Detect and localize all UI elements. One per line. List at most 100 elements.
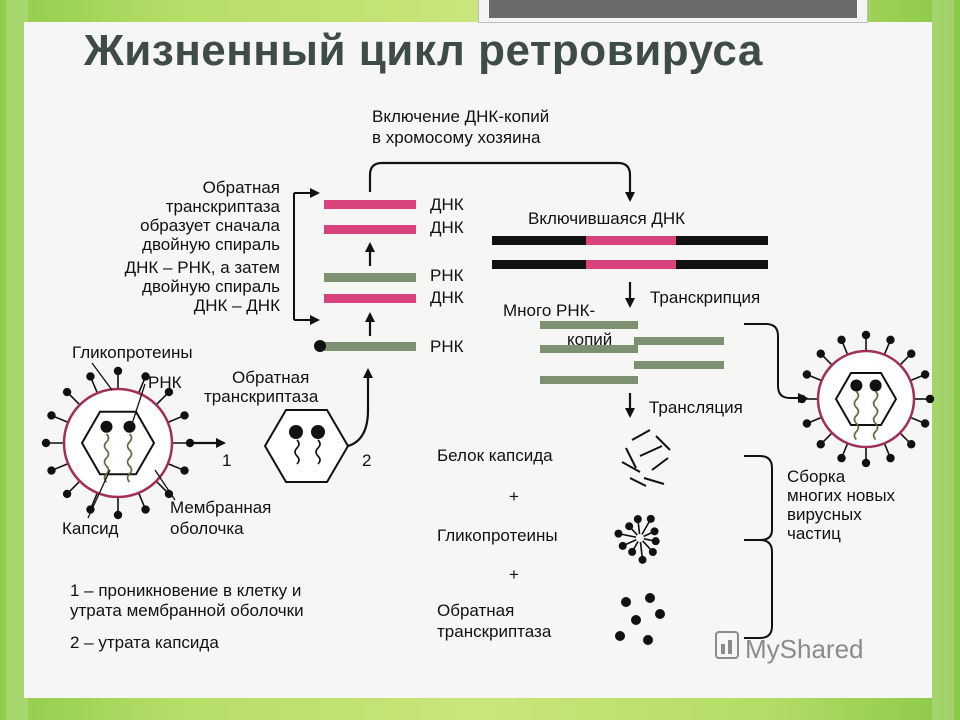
inclusion-label-1: Включение ДНК-копий xyxy=(372,107,549,126)
label-dna-1: ДНК xyxy=(430,195,464,214)
glycoprotein-knob xyxy=(837,336,845,344)
step2-label: 2 xyxy=(362,451,371,470)
label-rna-2: РНК xyxy=(430,337,464,356)
rt-molecules xyxy=(615,593,665,645)
assembly-label-3: вирусных xyxy=(787,505,862,524)
rt-bottom-label-2: транскриптаза xyxy=(437,622,552,641)
dna-strand-2 xyxy=(324,225,416,234)
rt-bracket xyxy=(294,193,318,320)
rt-bottom-label-1: Обратная xyxy=(437,601,514,620)
rt-note-line-7: ДНК – ДНК xyxy=(194,296,280,315)
translation-label: Трансляция xyxy=(649,398,743,417)
many-rna-label-1: Много РНК- xyxy=(503,301,595,320)
capsid-label: Капсид xyxy=(62,519,119,538)
glycoproteins-mid-label: Гликопротеины xyxy=(437,526,558,545)
plus-2: + xyxy=(509,565,519,584)
glycoprotein-knob xyxy=(47,466,55,474)
legend-2: 2 – утрата капсида xyxy=(70,633,219,652)
glycoprotein-knob xyxy=(141,372,149,380)
dna-strand-1 xyxy=(324,200,416,209)
glycoprotein-knob xyxy=(180,466,188,474)
glycoprotein-head xyxy=(634,515,642,523)
glycoprotein-cluster xyxy=(614,515,659,564)
rt-enzyme xyxy=(100,421,112,433)
rt-note-line-3: образует сначала xyxy=(140,216,280,235)
virus-rna-label: РНК xyxy=(148,373,182,392)
glycoprotein-knob xyxy=(837,454,845,462)
glycoprotein-knob xyxy=(817,440,825,448)
rna-5prime-dot xyxy=(314,340,326,352)
step2-arrow xyxy=(348,370,368,446)
glycoprotein-knob xyxy=(862,331,870,339)
glycoprotein-knob xyxy=(798,395,806,403)
assembly-label-1: Сборка xyxy=(787,467,846,486)
host-dna xyxy=(492,236,768,269)
glycoprotein-head xyxy=(619,542,627,550)
watermark-text: MyShared xyxy=(745,634,864,664)
rt-enzyme xyxy=(850,380,862,392)
glycoprotein-knob xyxy=(921,419,929,427)
virus-rt-label-2: транскриптаза xyxy=(204,387,319,406)
inclusion-arrow xyxy=(370,163,630,200)
glycoprotein-knob xyxy=(907,350,915,358)
virus-rt-label-1: Обратная xyxy=(232,368,309,387)
rt-note-line-2: транскриптаза xyxy=(166,197,281,216)
step1-label: 1 xyxy=(222,451,231,470)
membrane-label-1: Мембранная xyxy=(170,498,271,517)
dna-strand-3 xyxy=(324,294,416,303)
glycoprotein-knob xyxy=(114,367,122,375)
myshared-logo: MyShared xyxy=(716,632,864,664)
capsid-protein-label: Белок капсида xyxy=(437,446,553,465)
glycoprotein-knob xyxy=(907,440,915,448)
retrovirus-particle xyxy=(42,367,194,519)
rt-note-line-5: ДНК – РНК, а затем xyxy=(125,258,280,277)
glycoprotein-knob xyxy=(86,372,94,380)
glycoprotein-knob xyxy=(42,439,50,447)
plus-1: + xyxy=(509,487,519,506)
legend-1-line-1: 1 – проникновение в клетку и xyxy=(70,581,301,600)
assembly-label-4: частиц xyxy=(787,524,841,543)
glycoprotein-head xyxy=(628,548,636,556)
glycoprotein-knob xyxy=(47,411,55,419)
integrated-dna-label: Включившаяся ДНК xyxy=(528,209,685,228)
glycoprotein-knob xyxy=(926,395,934,403)
new-virus-particle xyxy=(798,331,934,467)
label-dna-3: ДНК xyxy=(430,288,464,307)
transcription-label: Транскрипция xyxy=(650,288,760,307)
glycoprotein-knob xyxy=(862,459,870,467)
inclusion-label-2: в хромосому хозяина xyxy=(372,128,541,147)
glycoprotein-knob xyxy=(63,490,71,498)
glycoprotein-knob xyxy=(803,370,811,378)
capsid-protein-fragments xyxy=(622,430,670,486)
glycoprotein-knob xyxy=(63,388,71,396)
assembly-top-arrow xyxy=(744,324,806,398)
membrane-label-2: оболочка xyxy=(170,519,244,538)
glycoprotein-head xyxy=(652,537,660,545)
glycoprotein-knob xyxy=(803,419,811,427)
label-dna-2: ДНК xyxy=(430,218,464,237)
rt-note-line-6: двойную спираль xyxy=(142,277,280,296)
legend-1-line-2: утрата мембранной оболочки xyxy=(70,601,304,620)
rt-note-line-4: двойную спираль xyxy=(142,235,280,254)
glycoprotein-head xyxy=(647,515,655,523)
label-rna-1: РНК xyxy=(430,266,464,285)
glycoprotein-head xyxy=(639,556,647,564)
glycoprotein-head xyxy=(625,522,633,530)
glycoprotein-knob xyxy=(817,350,825,358)
glycoprotein-knob xyxy=(180,411,188,419)
rt-enzyme xyxy=(870,380,882,392)
rt-note-line-1: Обратная xyxy=(203,178,280,197)
glycoprotein-knob xyxy=(141,505,149,513)
glycoprotein-head xyxy=(614,530,622,538)
glycoprotein-knob xyxy=(886,336,894,344)
components-brace xyxy=(744,456,772,638)
glycoprotein-knob xyxy=(114,511,122,519)
glycoprotein-knob xyxy=(921,370,929,378)
glycoproteins-top-label: Гликопротеины xyxy=(72,343,193,362)
rna-strand-1 xyxy=(324,273,416,282)
rna-strand-2 xyxy=(324,342,416,351)
rt-note: Обратная транскриптаза образует сначала … xyxy=(125,178,281,315)
naked-capsid xyxy=(265,410,348,482)
glycoprotein-head xyxy=(649,548,657,556)
